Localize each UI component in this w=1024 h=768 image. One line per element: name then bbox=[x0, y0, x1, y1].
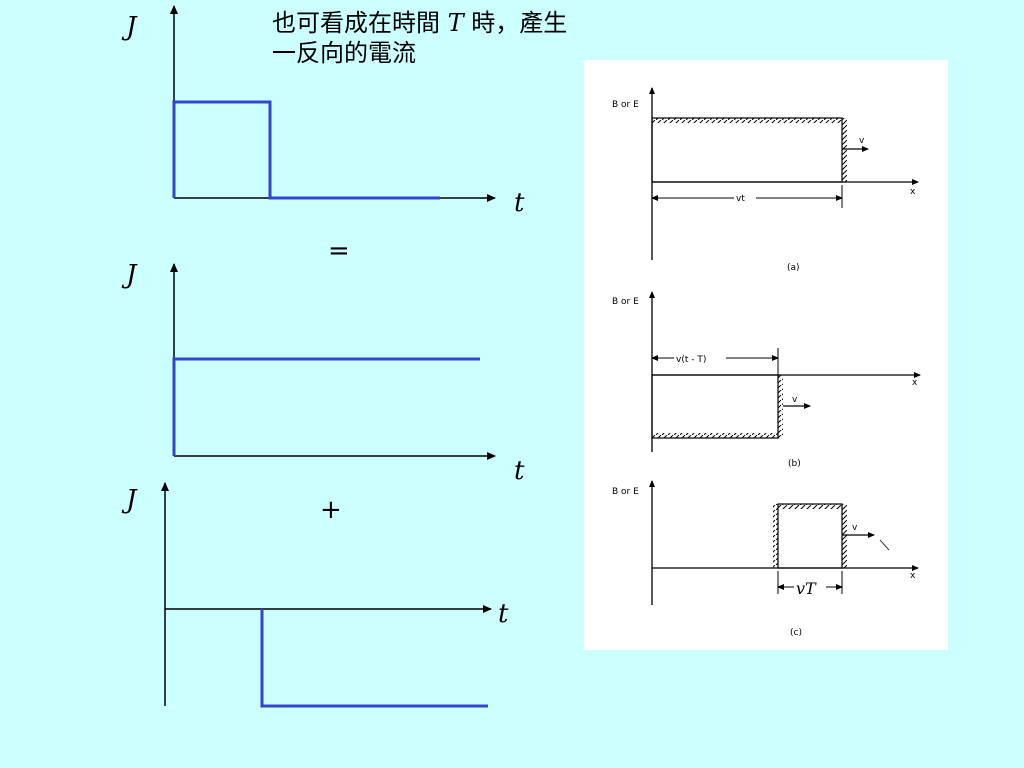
panel-a-v-label: v bbox=[859, 136, 865, 146]
caption-line-1: 也可看成在時間 T 時，產生 bbox=[272, 9, 568, 37]
panel-a-x-label: x bbox=[910, 187, 916, 197]
graph-step-down-x-label: t bbox=[498, 599, 509, 629]
graph-pulse-y-label: J bbox=[126, 12, 137, 42]
graph-pulse-x-label: t bbox=[514, 188, 525, 218]
panel-c-caption: (c) bbox=[790, 628, 802, 638]
panel-b-width-label: v(t - T) bbox=[676, 355, 706, 365]
graph-step-up-x-label: t bbox=[514, 456, 525, 486]
panel-b-x-label: x bbox=[912, 378, 918, 388]
panel-a: B or E x v vt (a) bbox=[612, 87, 919, 273]
caption: 也可看成在時間 T 時，產生 一反向的電流 bbox=[272, 8, 567, 68]
panel-c-width-label: vT bbox=[796, 579, 817, 598]
panel-b: B or E x v v(t - T) (b) bbox=[612, 291, 921, 469]
pulse-curve bbox=[172, 100, 440, 200]
graph-step-up bbox=[170, 263, 496, 460]
panel-c-axis-label: B or E bbox=[612, 487, 639, 497]
panel-a-caption: (a) bbox=[787, 263, 800, 273]
panel-b-v-label: v bbox=[792, 395, 798, 405]
panel-a-axis-label: B or E bbox=[612, 100, 639, 110]
equals-sign-left: = bbox=[328, 236, 350, 266]
graph-step-down bbox=[161, 482, 492, 708]
caption-line-2: 一反向的電流 bbox=[272, 39, 416, 67]
plus-sign-left: + bbox=[320, 495, 342, 525]
panel-a-width-label: vt bbox=[736, 194, 745, 204]
step-down-curve bbox=[260, 609, 488, 708]
panel-c-v-label: v bbox=[852, 523, 858, 533]
graph-step-down-y-label: J bbox=[126, 485, 137, 515]
textbook-figure: B or E x v vt (a) B or E x v bbox=[584, 60, 948, 650]
panel-b-axis-label: B or E bbox=[612, 297, 639, 307]
panel-c: B or E x v vT (c) bbox=[612, 480, 919, 638]
step-up-curve bbox=[172, 357, 480, 456]
panel-b-caption: (b) bbox=[788, 459, 801, 469]
graph-pulse bbox=[170, 5, 496, 202]
panel-c-x-label: x bbox=[910, 571, 916, 581]
graph-step-up-y-label: J bbox=[126, 260, 137, 290]
